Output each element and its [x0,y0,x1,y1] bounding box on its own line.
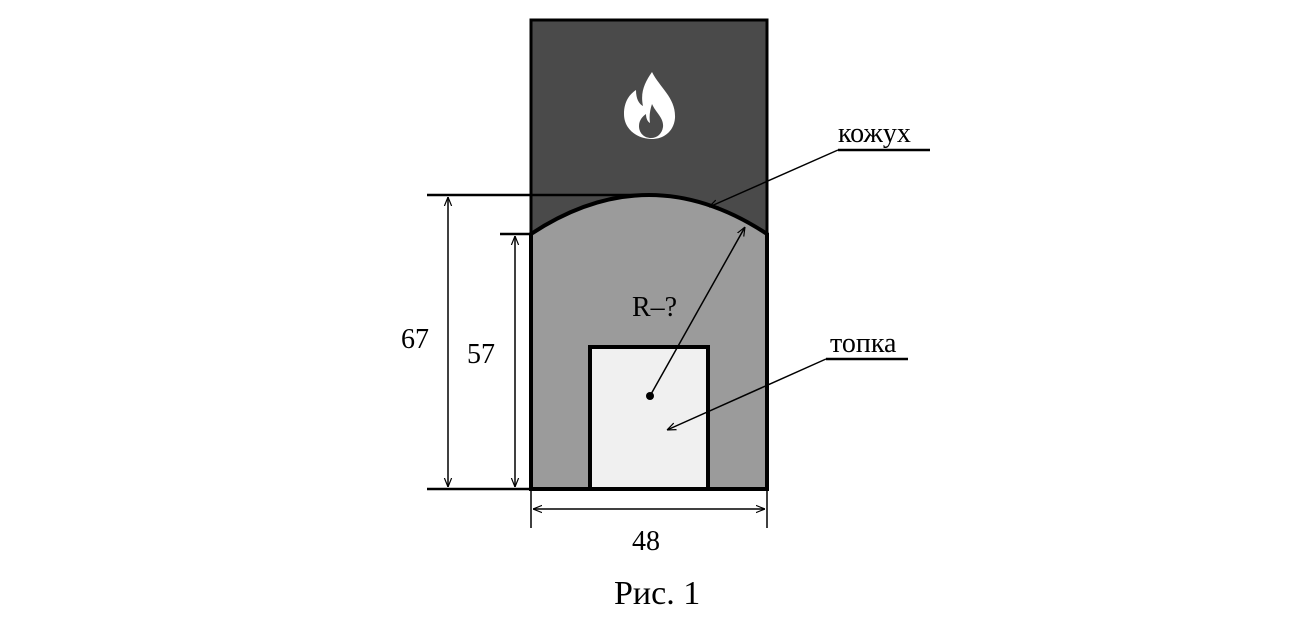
radius-label: R–? [632,292,677,323]
outer-height-label: 67 [401,324,429,355]
firebox-leader [667,358,827,431]
radius-arrow [649,227,745,397]
firebox [588,345,710,491]
casing-label: кожух [838,118,911,149]
width-label: 48 [632,526,660,557]
flame-icon [624,72,676,139]
firebox-label: топка [830,328,897,359]
casing-leader [709,149,839,208]
wall-height-label: 57 [467,339,495,370]
figure-caption: Рис. 1 [614,575,700,612]
